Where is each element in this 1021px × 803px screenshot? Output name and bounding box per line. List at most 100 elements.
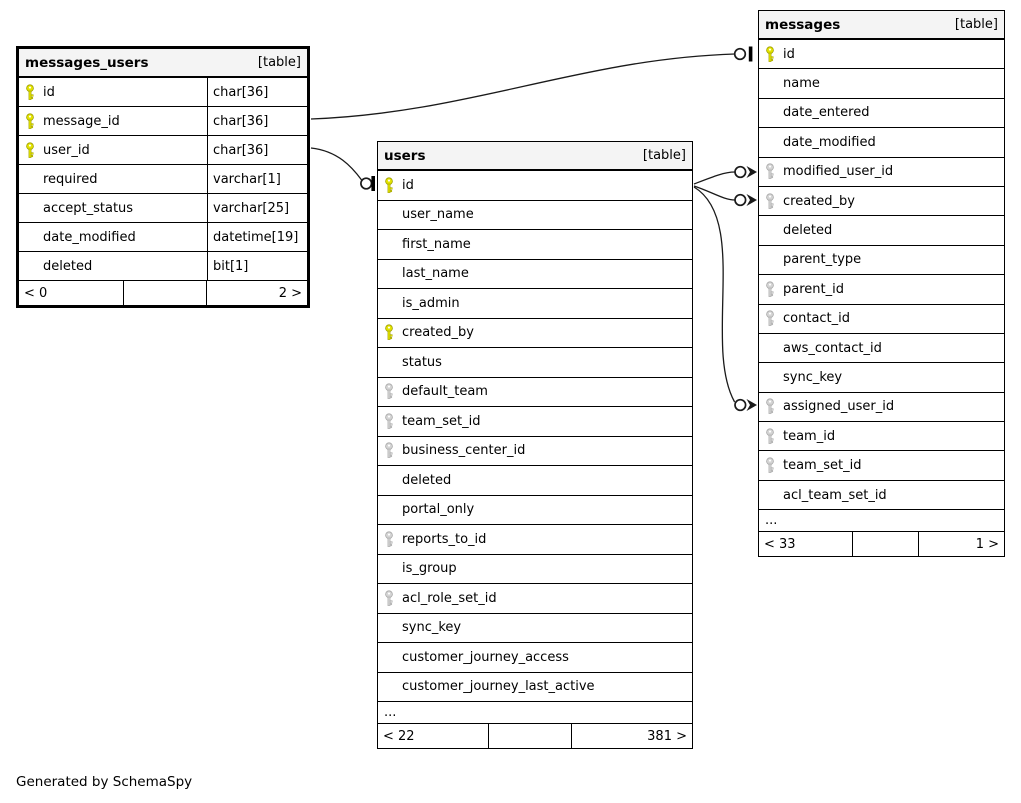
key-spacer bbox=[25, 179, 36, 180]
foreign-key-icon bbox=[766, 310, 774, 327]
zero-one-circle-marker bbox=[360, 177, 373, 190]
column-row: team_set_id bbox=[378, 407, 692, 437]
column-name: team_set_id bbox=[783, 458, 862, 474]
column-name-cell: last_name bbox=[378, 260, 692, 289]
column-name: is_group bbox=[402, 561, 457, 577]
footer-middle-cell bbox=[487, 724, 571, 748]
table-header: messages[table] bbox=[759, 11, 1004, 40]
key-spacer bbox=[384, 303, 395, 304]
column-name-cell: created_by bbox=[759, 187, 1004, 215]
column-name: acl_role_set_id bbox=[402, 590, 497, 606]
column-name: parent_type bbox=[783, 252, 862, 268]
column-name: parent_id bbox=[783, 281, 844, 297]
column-row: created_by bbox=[759, 187, 1004, 217]
key-spacer bbox=[25, 208, 36, 209]
column-name: business_center_id bbox=[402, 443, 526, 459]
column-name-cell: team_set_id bbox=[759, 451, 1004, 479]
column-name-cell: date_modified bbox=[19, 223, 207, 251]
column-name: reports_to_id bbox=[402, 531, 487, 547]
generated-by-note: Generated by SchemaSpy bbox=[16, 774, 193, 790]
key-spacer bbox=[25, 266, 36, 267]
foreign-key-icon bbox=[766, 163, 774, 180]
column-name-cell: modified_user_id bbox=[759, 158, 1004, 186]
column-type: char[36] bbox=[207, 78, 307, 106]
column-row: name bbox=[759, 69, 1004, 99]
key-spacer bbox=[765, 259, 776, 260]
foreign-key-icon bbox=[766, 457, 774, 474]
column-row: is_group bbox=[378, 555, 692, 584]
column-row: deleted bit[1] bbox=[19, 252, 307, 281]
foreign-key-icon bbox=[766, 281, 774, 297]
table-header: messages_users[table] bbox=[19, 49, 307, 78]
table-title[interactable]: messages_users bbox=[25, 54, 149, 71]
column-name-cell: name bbox=[759, 69, 1004, 97]
column-name: deleted bbox=[43, 258, 93, 274]
foreign-key-icon bbox=[385, 383, 393, 400]
column-name-cell: required bbox=[19, 165, 207, 193]
column-type: bit[1] bbox=[207, 252, 307, 280]
table-type-tag: [table] bbox=[642, 148, 686, 163]
column-name: is_admin bbox=[402, 295, 460, 311]
column-name-cell: user_id bbox=[19, 136, 207, 164]
column-row: deleted bbox=[378, 466, 692, 496]
column-name: sync_key bbox=[402, 620, 462, 636]
zero-one-circle-marker bbox=[734, 193, 747, 207]
column-name-cell: date_modified bbox=[759, 128, 1004, 156]
column-row: deleted bbox=[759, 216, 1004, 246]
footer-middle-cell bbox=[122, 281, 207, 305]
column-name-cell: deleted bbox=[19, 252, 207, 280]
table-title[interactable]: users bbox=[384, 147, 426, 164]
column-name: name bbox=[783, 76, 820, 92]
column-row: parent_id bbox=[759, 275, 1004, 305]
key-spacer bbox=[384, 686, 395, 687]
key-spacer bbox=[384, 657, 395, 658]
column-name: user_name bbox=[402, 207, 474, 223]
column-name: deleted bbox=[783, 223, 833, 239]
footer-left-count: < 22 bbox=[383, 728, 415, 744]
column-name: user_id bbox=[43, 142, 90, 158]
column-name-cell: acl_role_set_id bbox=[378, 584, 692, 613]
column-name-cell: date_entered bbox=[759, 99, 1004, 127]
column-type: datetime[19] bbox=[207, 223, 307, 251]
foreign-key-icon bbox=[766, 428, 774, 444]
column-name-cell: customer_journey_last_active bbox=[378, 673, 692, 702]
column-name: customer_journey_access bbox=[402, 649, 569, 665]
column-row: contact_id bbox=[759, 305, 1004, 334]
key-spacer bbox=[384, 273, 395, 274]
column-name: deleted bbox=[402, 472, 452, 488]
column-row: id bbox=[378, 171, 692, 201]
primary-key-icon bbox=[26, 141, 34, 158]
column-row: is_admin bbox=[378, 289, 692, 319]
column-row: acl_team_set_id bbox=[759, 481, 1004, 511]
column-name: date_modified bbox=[43, 229, 136, 245]
column-name-cell: accept_status bbox=[19, 194, 207, 222]
column-name-cell: deleted bbox=[759, 216, 1004, 244]
key-spacer bbox=[384, 568, 395, 569]
column-name: customer_journey_last_active bbox=[402, 679, 595, 695]
key-spacer bbox=[765, 142, 776, 143]
column-name-cell: aws_contact_id bbox=[759, 334, 1004, 362]
column-name: status bbox=[402, 354, 442, 370]
column-row: first_name bbox=[378, 230, 692, 260]
table-title[interactable]: messages bbox=[765, 16, 841, 33]
column-row: created_by bbox=[378, 319, 692, 348]
column-name: portal_only bbox=[402, 502, 475, 518]
column-name-cell: acl_team_set_id bbox=[759, 481, 1004, 509]
arrowhead-marker bbox=[746, 399, 757, 411]
column-name-cell: default_team bbox=[378, 378, 692, 407]
column-name-cell: sync_key bbox=[759, 363, 1004, 391]
relationship-line-users-id-to-messages-assigned-user-id bbox=[693, 186, 757, 412]
column-row: sync_key bbox=[759, 363, 1004, 393]
table-header: users [table] bbox=[378, 142, 692, 171]
key-spacer bbox=[765, 83, 776, 84]
column-name-cell: assigned_user_id bbox=[759, 393, 1004, 421]
column-name: created_by bbox=[402, 325, 474, 341]
column-name: assigned_user_id bbox=[783, 399, 895, 415]
